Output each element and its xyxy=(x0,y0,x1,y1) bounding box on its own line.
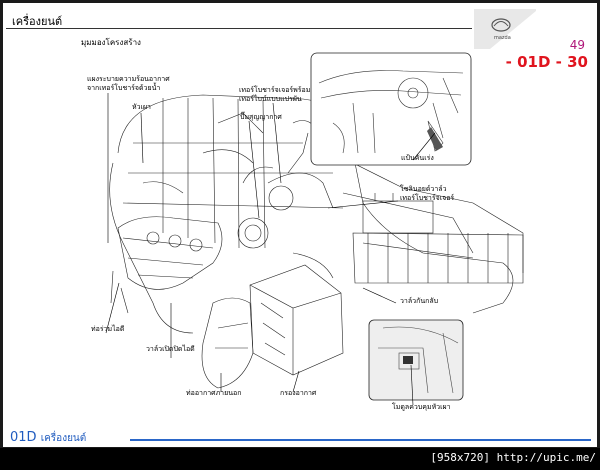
footer-rule xyxy=(130,439,591,441)
label-air-cleaner: กรองอากาศ xyxy=(280,389,317,397)
label-glow-module: โมดูลควบคุมหัวเผา xyxy=(392,403,451,411)
engine-diagram xyxy=(105,52,524,406)
watermark-text: [958x720] http://upic.me/ xyxy=(430,451,596,464)
label-vacuum-pump: ปั๊มสุญญากาศ xyxy=(240,113,282,121)
label-accel-pedal: แป้นคันเร่ง xyxy=(401,154,434,162)
label-intake-shutter: วาล์วเปิดปิดไอดี xyxy=(146,345,195,353)
label-head-cover: หัวเผา xyxy=(132,103,151,111)
label-intercooler: แผงระบายความร้อนอากาศ จากเทอร์โบชาร์จด้ว… xyxy=(87,75,170,92)
label-turbo-solenoid: โซลินอยด์วาล์ว เทอร์โบชาร์จเจอร์ xyxy=(400,185,455,202)
label-outer-air-duct: ท่ออากาศภายนอก xyxy=(186,389,242,397)
footer-title: เครื่องยนต์ xyxy=(40,433,87,444)
page-header-title: เครื่องยนต์ xyxy=(12,15,63,28)
label-turbo-vgt: เทอร์โบชาร์จเจอร์พร้อม เทอร์ไบน์แบบแปรผั… xyxy=(239,86,311,103)
watermark-strip xyxy=(0,448,600,470)
footer-section: 01D เครื่องยนต์ xyxy=(10,430,86,446)
pedal-inset xyxy=(310,52,472,166)
page-number: 49 xyxy=(569,38,585,52)
manual-page: เครื่องยนต์ มุมมองโครงสร้าง mazda 49 - 0… xyxy=(3,3,597,447)
label-check-valve: วาล์วกันกลับ xyxy=(400,297,439,305)
footer-code: 01D xyxy=(10,430,37,445)
section-code: - 01D - 30 xyxy=(505,53,588,71)
svg-text:mazda: mazda xyxy=(494,35,511,41)
section-subtitle: มุมมองโครงสร้าง xyxy=(81,38,141,47)
header-rule xyxy=(6,28,472,29)
mazda-logo: mazda xyxy=(474,9,536,49)
glow-module-inset xyxy=(368,319,464,401)
label-intake-manifold: ท่อร่วมไอดี xyxy=(91,325,125,333)
